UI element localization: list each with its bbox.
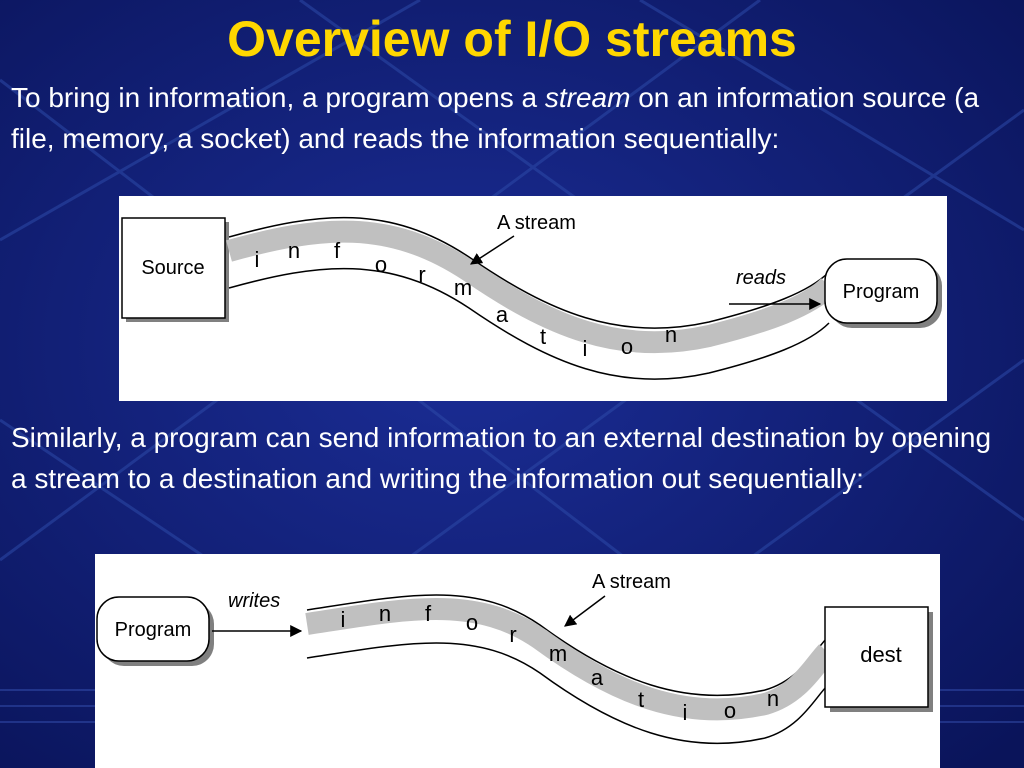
stream-band: [226, 216, 837, 380]
stream-label: A stream: [592, 571, 671, 593]
stream-letter: n: [665, 322, 677, 347]
stream-emphasis: stream: [544, 82, 631, 113]
stream-letter: m: [549, 641, 567, 666]
stream-letter: i: [341, 607, 346, 632]
stream-letters: i n f o r ma t i o n: [341, 601, 780, 725]
stream-letter: r: [509, 622, 516, 647]
intro-text-end: on an information source (a file, memory…: [11, 82, 980, 154]
dest-box: dest: [824, 606, 933, 712]
intro-paragraph: To bring in information, a program opens…: [11, 77, 1011, 159]
writes-label: writes: [228, 590, 280, 612]
dest-label: dest: [860, 642, 902, 667]
stream-letters: i n f o r ma t i o n: [255, 238, 678, 361]
stream-letter: f: [425, 601, 432, 626]
stream-letter: f: [334, 238, 341, 263]
slide-title: Overview of I/O streams: [227, 11, 797, 67]
stream-letter: i: [683, 700, 688, 725]
stream-band: [305, 594, 836, 745]
stream-letter: m: [454, 275, 472, 300]
stream-label: A stream: [497, 212, 576, 234]
stream-pointer-arrow: [469, 235, 515, 265]
stream-letter: o: [724, 698, 736, 723]
stream-letter: a: [591, 665, 604, 690]
program-box: Program: [824, 258, 942, 328]
stream-letter: n: [288, 238, 300, 263]
stream-letter: o: [621, 334, 633, 359]
stream-letter: a: [496, 302, 509, 327]
program-label: Program: [115, 619, 192, 641]
stream-letter: n: [379, 601, 391, 626]
program-label: Program: [843, 281, 920, 303]
source-label: Source: [141, 257, 204, 279]
source-box: Source: [121, 217, 229, 322]
stream-letter: t: [638, 687, 644, 712]
reads-label: reads: [736, 267, 786, 289]
write-paragraph: Similarly, a program can send informatio…: [11, 422, 992, 494]
stream-letter: i: [583, 336, 588, 361]
stream-pointer-arrow: [564, 595, 606, 627]
stream-letter: o: [375, 252, 387, 277]
stream-letter: o: [466, 610, 478, 635]
stream-letter: n: [767, 686, 779, 711]
intro-text-start: To bring in information, a program opens…: [11, 82, 545, 113]
stream-letter: t: [540, 324, 546, 349]
program-box: Program: [96, 596, 214, 666]
stream-letter: i: [255, 247, 260, 272]
stream-letter: r: [418, 262, 425, 287]
